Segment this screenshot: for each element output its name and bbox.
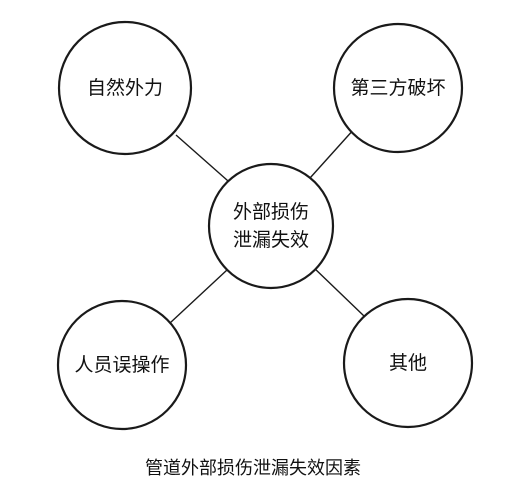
node-top-right-label: 第三方破坏 <box>350 77 445 99</box>
node-bottom-right-label: 其他 <box>389 352 427 374</box>
node-center-label-line2: 泄漏失效 <box>233 229 309 251</box>
figure-caption: 管道外部损伤泄漏失效因素 <box>145 458 361 479</box>
connector-bottom-right <box>311 265 365 317</box>
node-top-left: 自然外力 <box>57 20 193 156</box>
node-center: 外部损伤 泄漏失效 <box>207 162 335 290</box>
connector-bottom-left <box>169 269 228 324</box>
connector-top-right <box>309 127 356 179</box>
node-center-label-line1: 外部损伤 <box>233 201 309 223</box>
node-top-right: 第三方破坏 <box>332 22 464 154</box>
node-top-left-label: 自然外力 <box>87 77 163 99</box>
node-bottom-left: 人员误操作 <box>56 299 188 431</box>
node-bottom-left-label: 人员误操作 <box>74 354 169 376</box>
node-bottom-right: 其他 <box>342 297 474 429</box>
connector-top-left <box>175 134 237 189</box>
